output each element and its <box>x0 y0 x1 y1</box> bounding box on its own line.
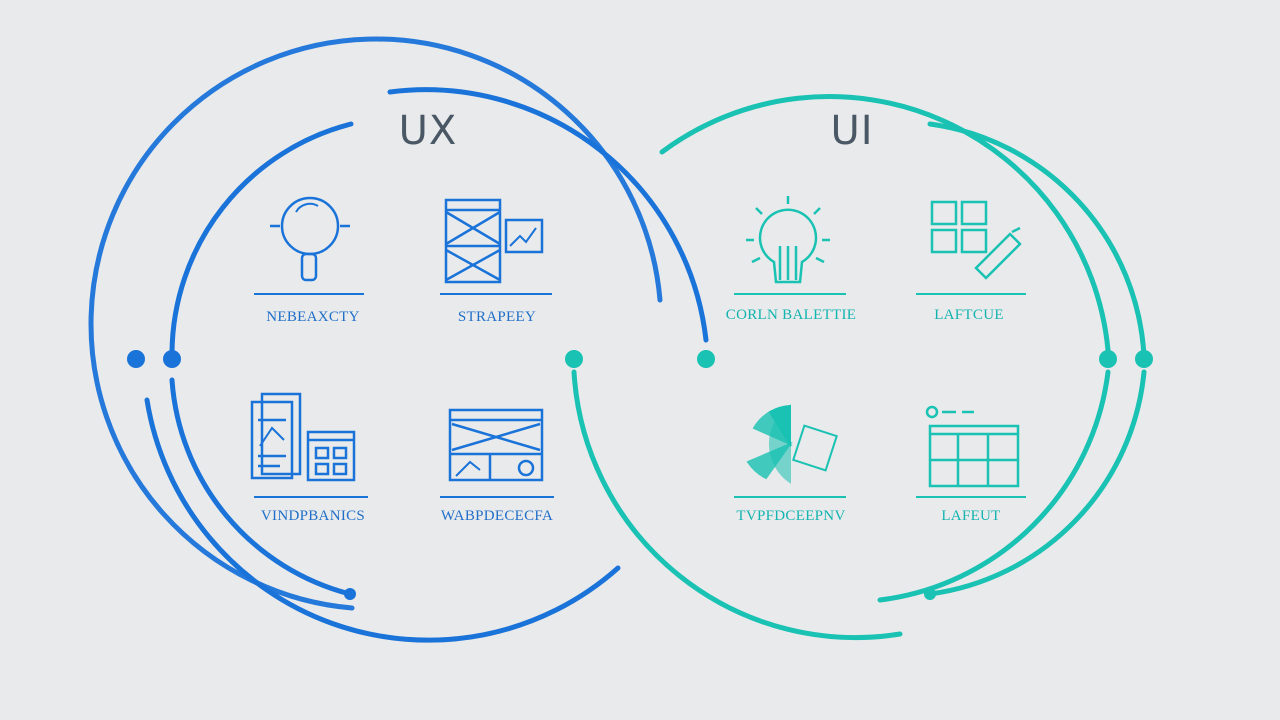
wireframe-icon <box>444 198 544 284</box>
ux-inner-arc-top <box>169 121 354 355</box>
center-dot-left <box>565 350 583 368</box>
ui-outer-right <box>927 121 1147 359</box>
ui-dot-right-1 <box>1099 350 1117 368</box>
ux-item-label-2: STRAPEEY <box>457 309 537 325</box>
ux-dot-left-2 <box>163 350 181 368</box>
ux-title: UX <box>398 108 458 154</box>
ux-dot-end-bottom <box>344 588 356 600</box>
color-wheel-icon <box>746 404 838 484</box>
lightbulb-icon <box>746 196 830 284</box>
ui-item-label-4: LAFEUT <box>941 508 1001 524</box>
center-dot-right <box>697 350 715 368</box>
ux-outer-ring <box>88 36 663 611</box>
ux-right-arc <box>387 87 709 343</box>
ux-inner-arc-bottom <box>169 377 353 597</box>
ux-item-label-3: VINDPBANICS <box>260 508 366 524</box>
grid-pen-icon <box>930 200 1022 280</box>
browser-wireframe-icon <box>448 408 544 482</box>
ui-dot-right-2 <box>1135 350 1153 368</box>
ux-bottom-arc <box>144 397 621 643</box>
ux-item-label-1: NEBEAXCTY <box>266 309 360 325</box>
ui-dot-end-bottom <box>924 588 936 600</box>
documents-grid-icon <box>250 392 356 482</box>
ui-top-arc <box>659 94 1111 353</box>
magnifier-icon <box>270 196 350 282</box>
layout-grid-icon <box>925 405 1020 488</box>
ui-outer-right-bottom <box>927 369 1147 597</box>
ui-item-label-1: CORLN BALETTIE <box>725 307 857 323</box>
ui-left-arc <box>571 369 903 641</box>
ui-item-label-3: TVPFDCEEPNV <box>736 508 846 524</box>
ux-dot-left-1 <box>127 350 145 368</box>
ux-item-label-4: WABPDECECFA <box>440 508 554 524</box>
ui-title: UI <box>830 108 874 154</box>
ui-item-label-2: LAFTCUE <box>934 307 1004 323</box>
